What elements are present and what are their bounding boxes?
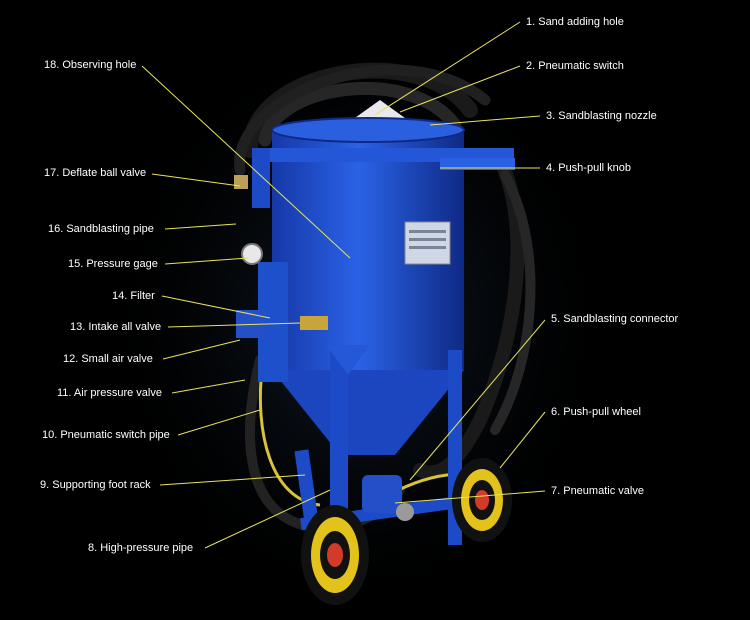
label-pneumatic-switch-pipe: 10. Pneumatic switch pipe <box>42 429 170 441</box>
label-air-pressure-valve: 11. Air pressure valve <box>57 387 162 399</box>
leader-1 <box>374 21 521 116</box>
label-push-pull-wheel: 6. Push-pull wheel <box>551 406 641 418</box>
leader-14 <box>161 295 271 319</box>
wheel-left <box>301 505 369 605</box>
label-sand-adding-hole: 1. Sand adding hole <box>526 16 624 28</box>
pressure-gage <box>241 243 263 265</box>
label-high-pressure-pipe: 8. High-pressure pipe <box>88 542 194 554</box>
pneumatic-valve <box>362 475 402 513</box>
brass-valve <box>300 316 328 330</box>
label-pneumatic-valve: 7. Pneumatic valve <box>551 485 644 497</box>
nameplate-line-3 <box>409 246 446 249</box>
leader-13 <box>167 322 301 328</box>
valve-handwheel <box>396 503 414 521</box>
label-sandblasting-pipe: 16. Sandblasting pipe <box>48 223 154 235</box>
leader-3 <box>429 115 541 126</box>
leader-12 <box>162 339 241 360</box>
leader-8 <box>204 489 331 549</box>
leader-5 <box>409 319 546 481</box>
label-sandblasting-connector: 5. Sandblasting connector <box>551 313 679 325</box>
leader-6 <box>499 411 546 469</box>
wheel-right <box>452 458 512 542</box>
tank-top-rim <box>271 117 465 143</box>
label-deflate-ball-valve: 17. Deflate ball valve <box>44 167 147 179</box>
leader-11 <box>171 379 246 394</box>
leader-10 <box>177 409 261 436</box>
leader-16 <box>164 223 237 230</box>
leader-18 <box>141 65 351 259</box>
leader-7 <box>394 490 546 504</box>
leader-lines <box>141 21 546 549</box>
deflate-valve <box>234 175 248 189</box>
leader-15 <box>164 257 249 265</box>
label-intake-all-valve: 13. Intake all valve <box>70 321 162 333</box>
tank-cone <box>272 370 464 455</box>
label-small-air-valve: 12. Small air valve <box>63 353 153 365</box>
label-pressure-gage: 15. Pressure gage <box>68 258 158 270</box>
nameplate <box>404 221 451 265</box>
push-pull-bar <box>440 158 515 170</box>
label-pneumatic-switch: 2. Pneumatic switch <box>526 60 624 72</box>
label-observing-hole: 18. Observing hole <box>44 59 137 71</box>
nameplate-line-1 <box>409 230 446 233</box>
label-push-pull-knob: 4. Push-pull knob <box>546 162 631 174</box>
label-supporting-foot-rack: 9. Supporting foot rack <box>40 479 151 491</box>
leader-17 <box>151 173 241 187</box>
frame-post-left <box>252 148 270 208</box>
leader-2 <box>399 65 521 113</box>
corner-bracket <box>326 345 370 375</box>
leader-9 <box>159 474 306 486</box>
label-filter: 14. Filter <box>112 290 155 302</box>
label-sandblasting-nozzle: 3. Sandblasting nozzle <box>546 110 657 122</box>
nameplate-line-2 <box>409 238 446 241</box>
